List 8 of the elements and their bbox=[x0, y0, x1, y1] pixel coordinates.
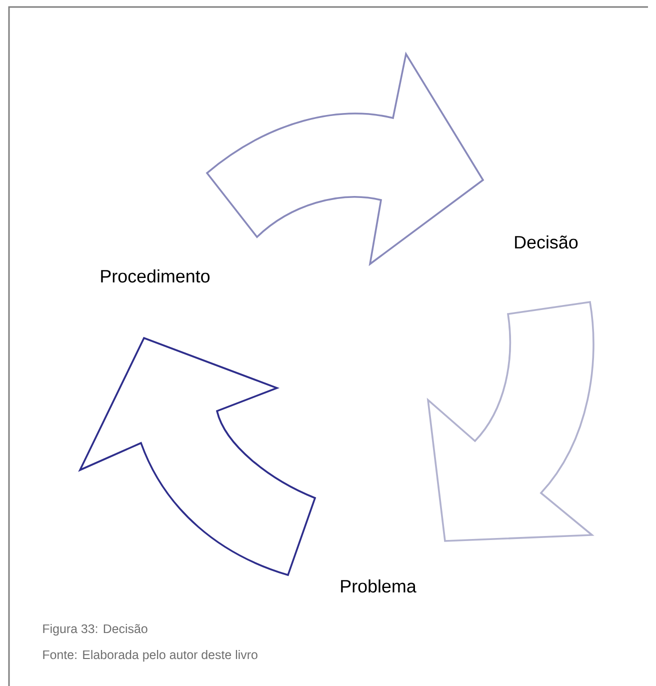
stage-label: Procedimento bbox=[101, 269, 210, 283]
block-arrow bbox=[427, 301, 594, 542]
stage-label: Problema bbox=[341, 579, 416, 593]
source-note: Fonte: Elaborada pelo autor deste livro bbox=[43, 650, 258, 662]
stage-label: Decisão bbox=[515, 235, 578, 249]
block-arrow bbox=[79, 337, 316, 576]
block-arrow bbox=[206, 53, 484, 265]
caption: Figura 33: Decisão bbox=[43, 624, 148, 636]
